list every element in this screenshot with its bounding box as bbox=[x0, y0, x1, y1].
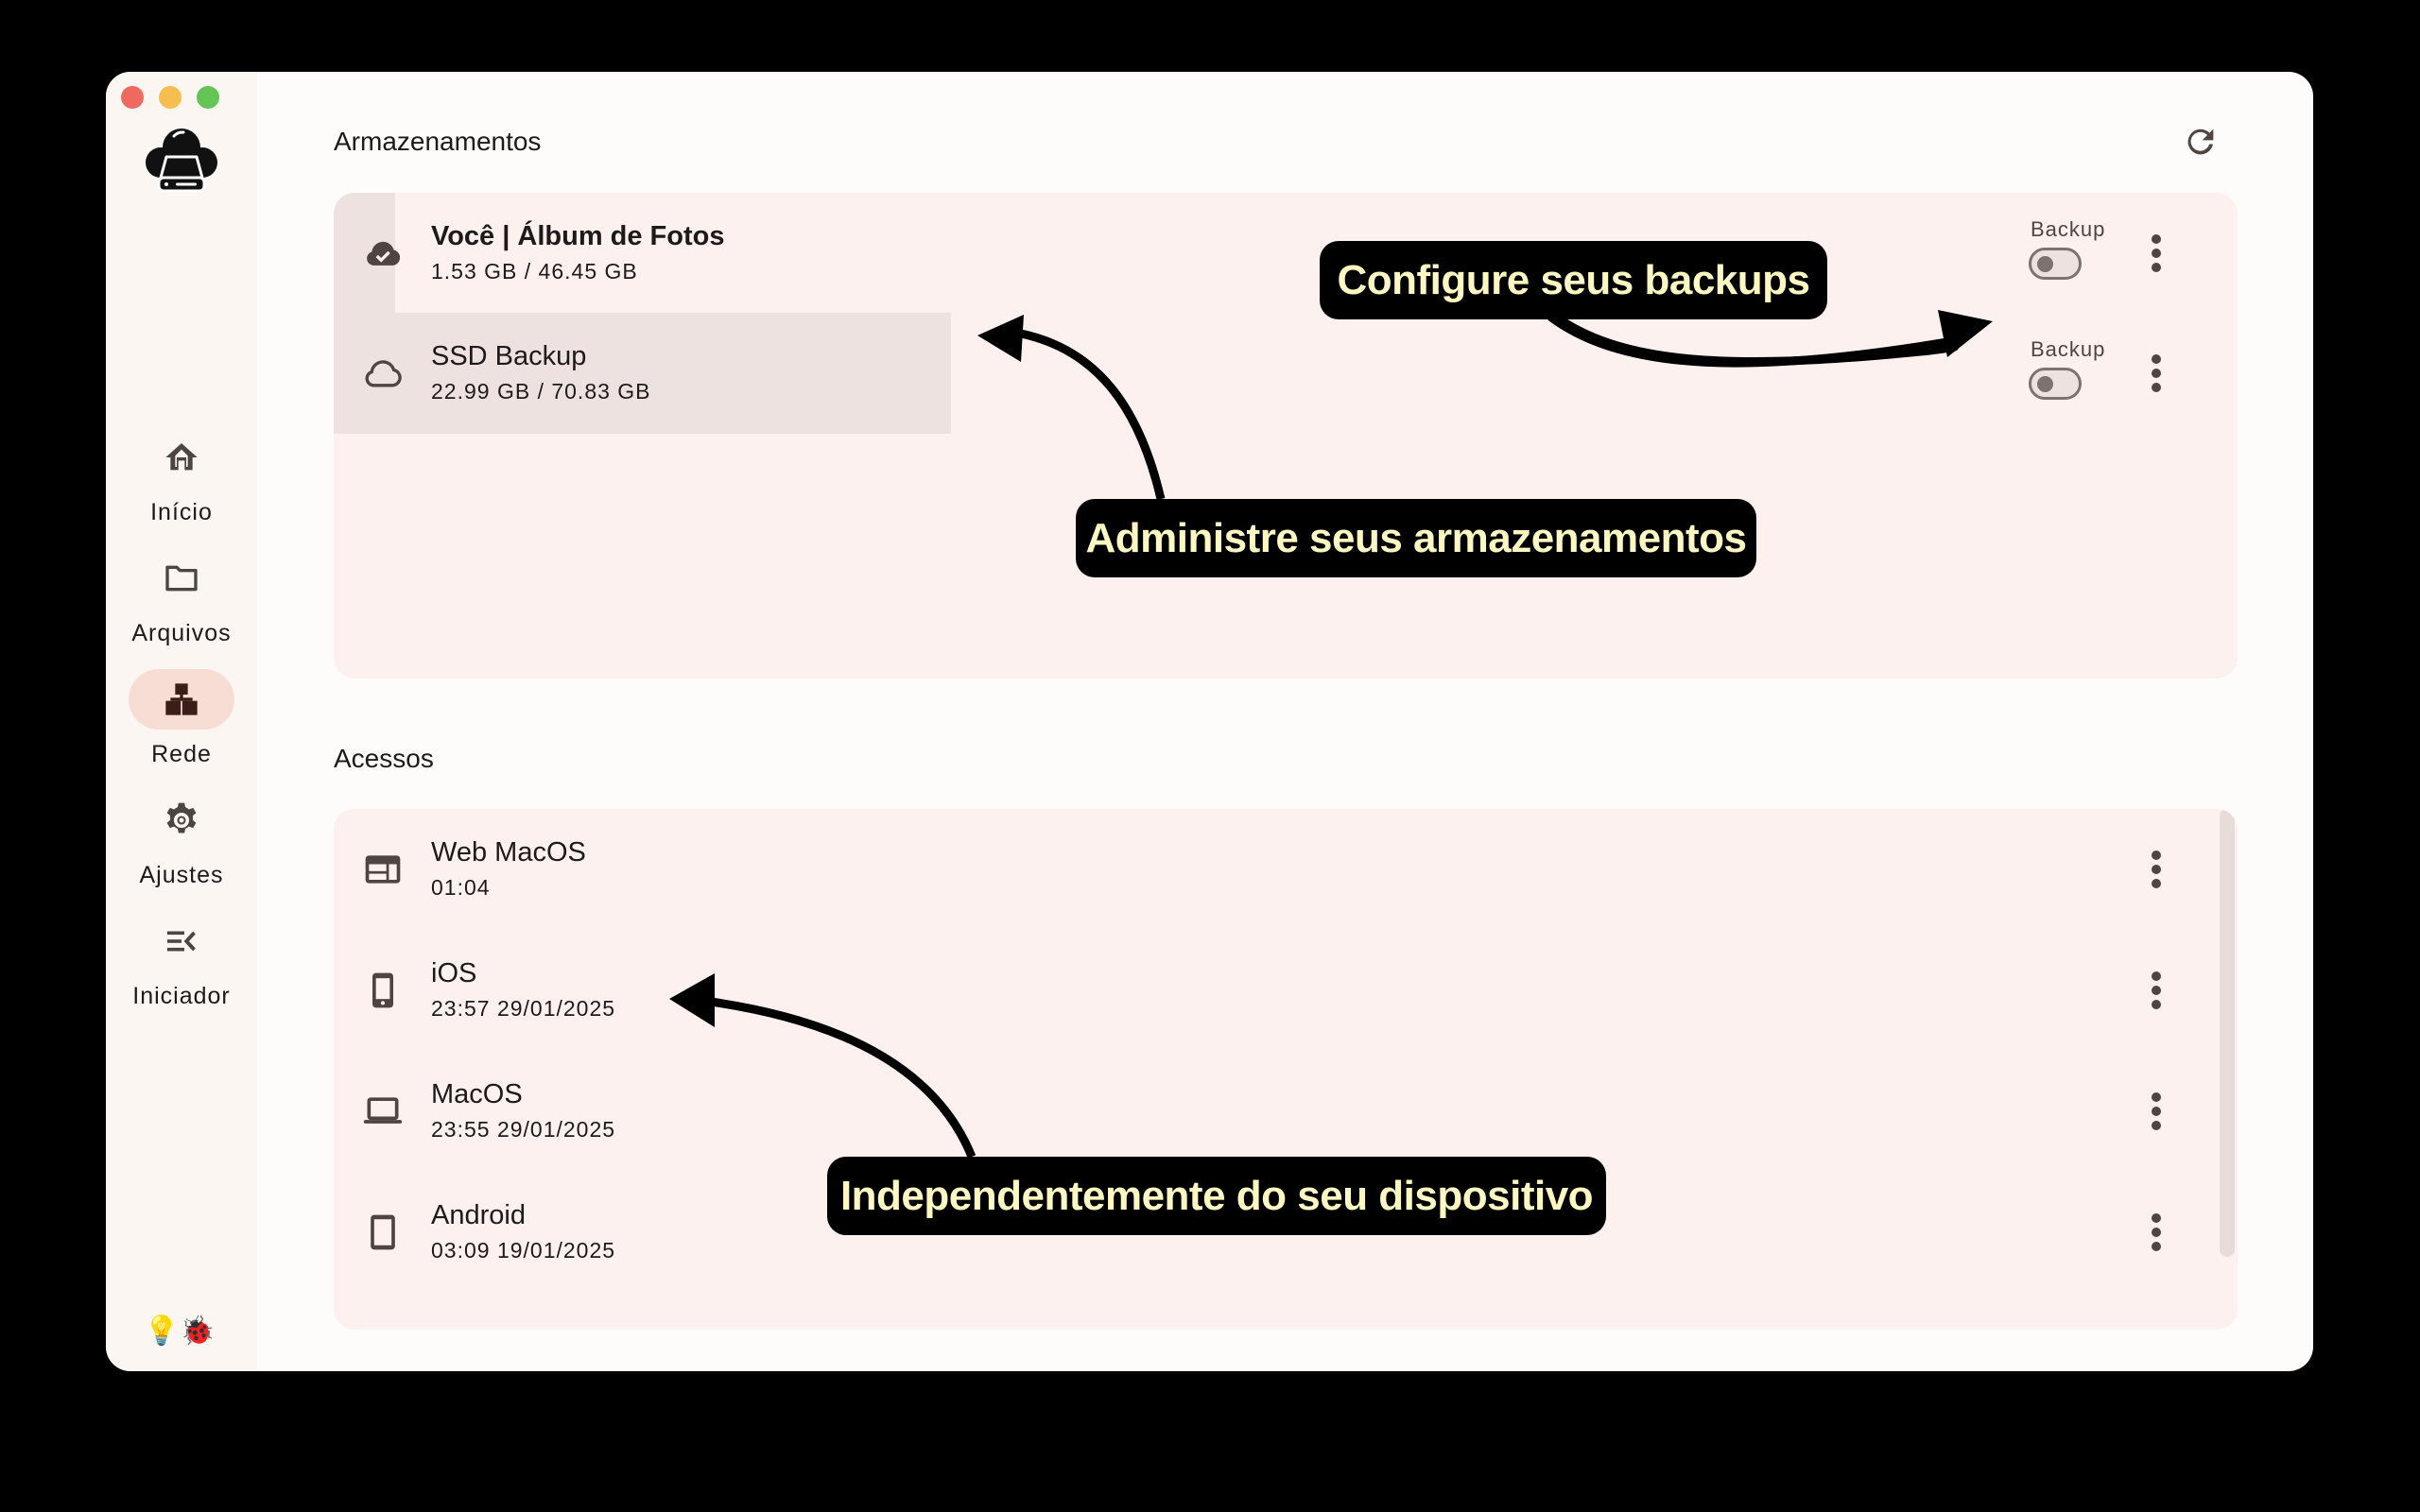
backup-toggle[interactable] bbox=[2029, 248, 2082, 280]
storage-usage: 1.53 GB / 46.45 GB bbox=[431, 259, 638, 284]
last-access: 23:57 29/01/2025 bbox=[431, 996, 616, 1021]
last-access: 23:55 29/01/2025 bbox=[431, 1117, 616, 1142]
sidebar-item-iniciador[interactable]: Iniciador bbox=[106, 911, 257, 1009]
laptop-icon bbox=[363, 1097, 403, 1124]
access-card: Web MacOS 01:04 iOS 23:57 29/01/2025 bbox=[334, 809, 2238, 1330]
home-icon bbox=[129, 427, 234, 488]
storage-usage: 22.99 GB / 70.83 GB bbox=[431, 379, 651, 404]
backup-label: Backup bbox=[2031, 337, 2106, 361]
window-maximize-button[interactable] bbox=[197, 86, 219, 109]
annotation-backups: Configure seus backups bbox=[1320, 241, 1827, 319]
annotation-devices: Independentemente do seu dispositivo bbox=[827, 1157, 1606, 1235]
sidebar: Início Arquivos Rede bbox=[106, 72, 257, 1371]
sidebar-item-rede[interactable]: Rede bbox=[106, 669, 257, 767]
sidebar-item-label: Rede bbox=[151, 741, 212, 767]
window-minimize-button[interactable] bbox=[159, 86, 182, 109]
last-access: 01:04 bbox=[431, 875, 491, 900]
sidebar-item-arquivos[interactable]: Arquivos bbox=[106, 548, 257, 646]
more-options-icon[interactable] bbox=[2145, 849, 2168, 890]
backup-label: Backup bbox=[2031, 217, 2106, 241]
cloud-done-icon bbox=[367, 241, 401, 266]
sidebar-item-label: Início bbox=[150, 499, 213, 525]
backup-toggle[interactable] bbox=[2029, 368, 2082, 400]
storage-item[interactable]: Você | Álbum de Fotos 1.53 GB / 46.45 GB… bbox=[334, 193, 2238, 314]
cloud-outline-icon bbox=[365, 360, 402, 387]
row-highlight bbox=[334, 313, 951, 434]
more-options-icon[interactable] bbox=[2145, 970, 2168, 1011]
app-window: Início Arquivos Rede bbox=[106, 72, 2313, 1371]
web-icon bbox=[365, 855, 401, 884]
tablet-icon bbox=[371, 1214, 395, 1250]
sidebar-item-label: Arquivos bbox=[131, 620, 232, 646]
bug-icon[interactable]: 🐞 bbox=[180, 1315, 216, 1347]
refresh-icon[interactable] bbox=[2182, 123, 2220, 161]
annotation-storages: Administre seus armazenamentos bbox=[1076, 499, 1756, 577]
more-options-icon[interactable] bbox=[2145, 232, 2168, 274]
storage-name: Você | Álbum de Fotos bbox=[431, 221, 725, 251]
storage-item[interactable]: SSD Backup 22.99 GB / 70.83 GB Backup bbox=[334, 313, 2238, 434]
storage-card: Você | Álbum de Fotos 1.53 GB / 46.45 GB… bbox=[334, 193, 2238, 679]
window-close-button[interactable] bbox=[121, 86, 144, 109]
access-item[interactable]: Web MacOS 01:04 bbox=[334, 809, 2238, 930]
device-name: iOS bbox=[431, 958, 477, 988]
storage-section-title: Armazenamentos bbox=[334, 127, 542, 156]
more-options-icon[interactable] bbox=[2145, 352, 2168, 394]
launcher-icon bbox=[129, 911, 234, 971]
device-name: Web MacOS bbox=[431, 837, 586, 868]
scrollbar[interactable] bbox=[2220, 809, 2235, 1257]
access-item[interactable]: MacOS 23:55 29/01/2025 bbox=[334, 1051, 2238, 1172]
more-options-icon[interactable] bbox=[2145, 1211, 2168, 1253]
sidebar-item-ajustes[interactable]: Ajustes bbox=[106, 790, 257, 888]
storage-name: SSD Backup bbox=[431, 341, 587, 371]
sidebar-item-label: Ajustes bbox=[139, 862, 224, 888]
phone-icon bbox=[372, 972, 393, 1008]
gear-icon bbox=[129, 790, 234, 850]
folder-icon bbox=[129, 548, 234, 609]
access-item[interactable]: Android 03:09 19/01/2025 bbox=[334, 1172, 2238, 1293]
last-access: 03:09 19/01/2025 bbox=[431, 1238, 616, 1263]
cloud-server-logo-icon bbox=[146, 129, 217, 193]
access-section-title: Acessos bbox=[334, 744, 434, 773]
lightbulb-icon[interactable]: 💡 bbox=[144, 1315, 180, 1347]
more-options-icon[interactable] bbox=[2145, 1091, 2168, 1132]
device-name: Android bbox=[431, 1200, 526, 1230]
device-name: MacOS bbox=[431, 1079, 523, 1109]
sidebar-item-label: Iniciador bbox=[132, 983, 231, 1009]
sidebar-item-inicio[interactable]: Início bbox=[106, 427, 257, 525]
access-item[interactable]: iOS 23:57 29/01/2025 bbox=[334, 930, 2238, 1051]
network-icon bbox=[129, 669, 234, 730]
